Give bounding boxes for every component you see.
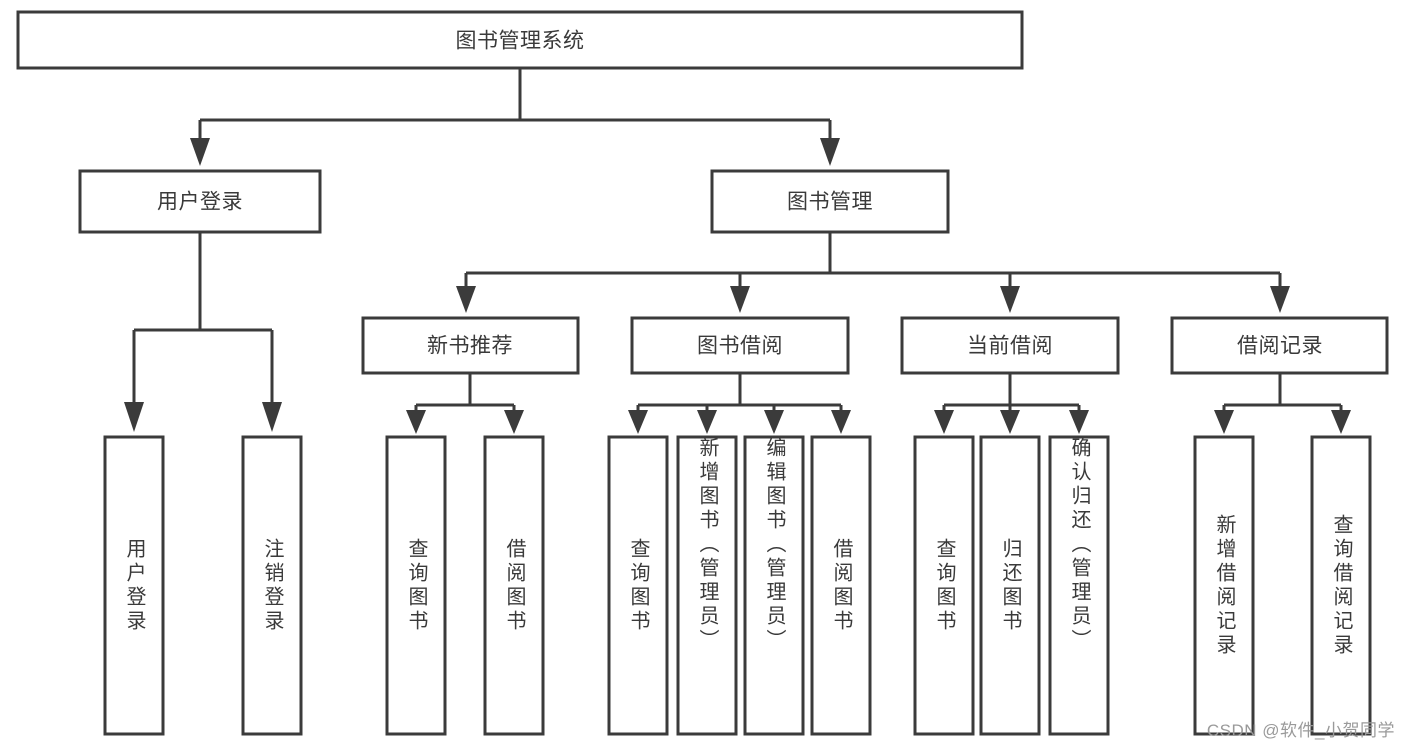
arrow-root-to-book-management (820, 138, 840, 166)
node-bb-add-book-box[interactable] (676, 435, 738, 736)
node-user-login-login-box[interactable] (103, 435, 165, 736)
arrow-bb-leaf-1 (628, 410, 648, 434)
arrow-cb-leaf-3 (1069, 410, 1089, 434)
node-bb-edit-book-box[interactable] (743, 435, 805, 736)
arrow-cb-leaf-1 (934, 410, 954, 434)
csdn-watermark: CSDN @软件_小贺同学 (1206, 721, 1395, 740)
arrow-bm-to-borrow-record (1270, 286, 1290, 313)
node-current-borrow-box[interactable] (900, 316, 1120, 375)
node-bb-query-book-box[interactable] (607, 435, 669, 736)
arrow-bm-to-new-book-recommend (456, 286, 476, 313)
node-book-borrow-label: 图书借阅 (697, 335, 783, 358)
arrow-nbr-leaf-2 (504, 410, 524, 434)
arrow-bm-to-current-borrow (1000, 286, 1020, 313)
arrow-br-leaf-2 (1331, 410, 1351, 434)
node-current-borrow-label: 当前借阅 (967, 335, 1053, 358)
node-book-management-label: 图书管理 (787, 191, 873, 214)
connector-group-root-to-level1 (190, 68, 840, 166)
connector-group-book-management-to-level2 (456, 232, 1290, 313)
node-br-add-record-box[interactable] (1193, 435, 1255, 736)
node-cb-query-book-box[interactable] (913, 435, 975, 736)
node-user-login-box[interactable] (78, 169, 322, 234)
node-new-book-recommend-box[interactable] (361, 316, 580, 375)
arrow-nbr-leaf-1 (406, 410, 426, 434)
connector-group-borrow-record-to-leaves (1214, 373, 1351, 434)
arrow-br-leaf-1 (1214, 410, 1234, 434)
node-bb-borrow-book-box[interactable] (810, 435, 872, 736)
node-book-borrow-box[interactable] (630, 316, 850, 375)
node-user-login-logout-box[interactable] (241, 435, 303, 736)
node-user-login-label: 用户登录 (157, 191, 243, 214)
arrow-root-to-user-login (190, 138, 210, 166)
node-root-box[interactable] (16, 10, 1024, 70)
node-cb-confirm-return-box[interactable] (1048, 435, 1110, 736)
arrow-bm-to-book-borrow (730, 286, 750, 313)
connector-group-user-login-to-leaves (124, 232, 282, 432)
connector-group-book-borrow-to-leaves (628, 373, 851, 434)
connector-group-new-book-recommend-to-leaves (406, 373, 524, 434)
arrow-user-login-leaf-1 (124, 402, 144, 432)
node-nbr-query-book-box[interactable] (385, 435, 447, 736)
arrow-bb-leaf-2 (697, 410, 717, 434)
node-borrow-record-label: 借阅记录 (1237, 335, 1323, 358)
node-book-management-box[interactable] (710, 169, 950, 234)
arrow-user-login-leaf-2 (262, 402, 282, 432)
node-new-book-recommend-label: 新书推荐 (427, 335, 513, 358)
arrow-bb-leaf-4 (831, 410, 851, 434)
arrow-cb-leaf-2 (1000, 410, 1020, 434)
node-nbr-borrow-book-box[interactable] (483, 435, 545, 736)
connector-group-current-borrow-to-leaves (934, 373, 1089, 434)
node-borrow-record-box[interactable] (1170, 316, 1389, 375)
node-br-query-record-box[interactable] (1310, 435, 1372, 736)
node-cb-return-book-box[interactable] (979, 435, 1041, 736)
arrow-bb-leaf-3 (764, 410, 784, 434)
node-root-label: 图书管理系统 (456, 30, 585, 53)
